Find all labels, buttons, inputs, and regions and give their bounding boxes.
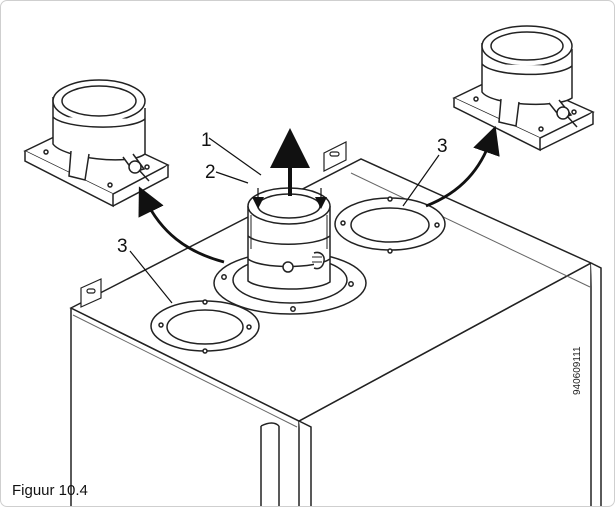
callout-leaders [129, 137, 440, 304]
right-opening [334, 196, 446, 254]
central-flue-adaptor [213, 187, 367, 315]
drawing-code: 940609111 [572, 346, 583, 395]
label-2: 2 [205, 162, 216, 183]
label-1: 1 [201, 130, 212, 151]
left-removed-adaptor [23, 79, 170, 208]
left-removal-arrow [138, 186, 225, 264]
mounting-tab-right [323, 141, 347, 172]
adaptor-direction-markers [252, 188, 327, 209]
figure-caption: Figuur 10.4 [12, 482, 88, 499]
mounting-tab-left [80, 278, 102, 308]
label-3-right: 3 [437, 136, 448, 157]
label-3-left: 3 [117, 236, 128, 257]
removal-arrows [138, 125, 500, 264]
right-removal-arrow [425, 125, 500, 208]
right-removed-adaptor [452, 25, 595, 152]
left-opening [150, 299, 260, 354]
